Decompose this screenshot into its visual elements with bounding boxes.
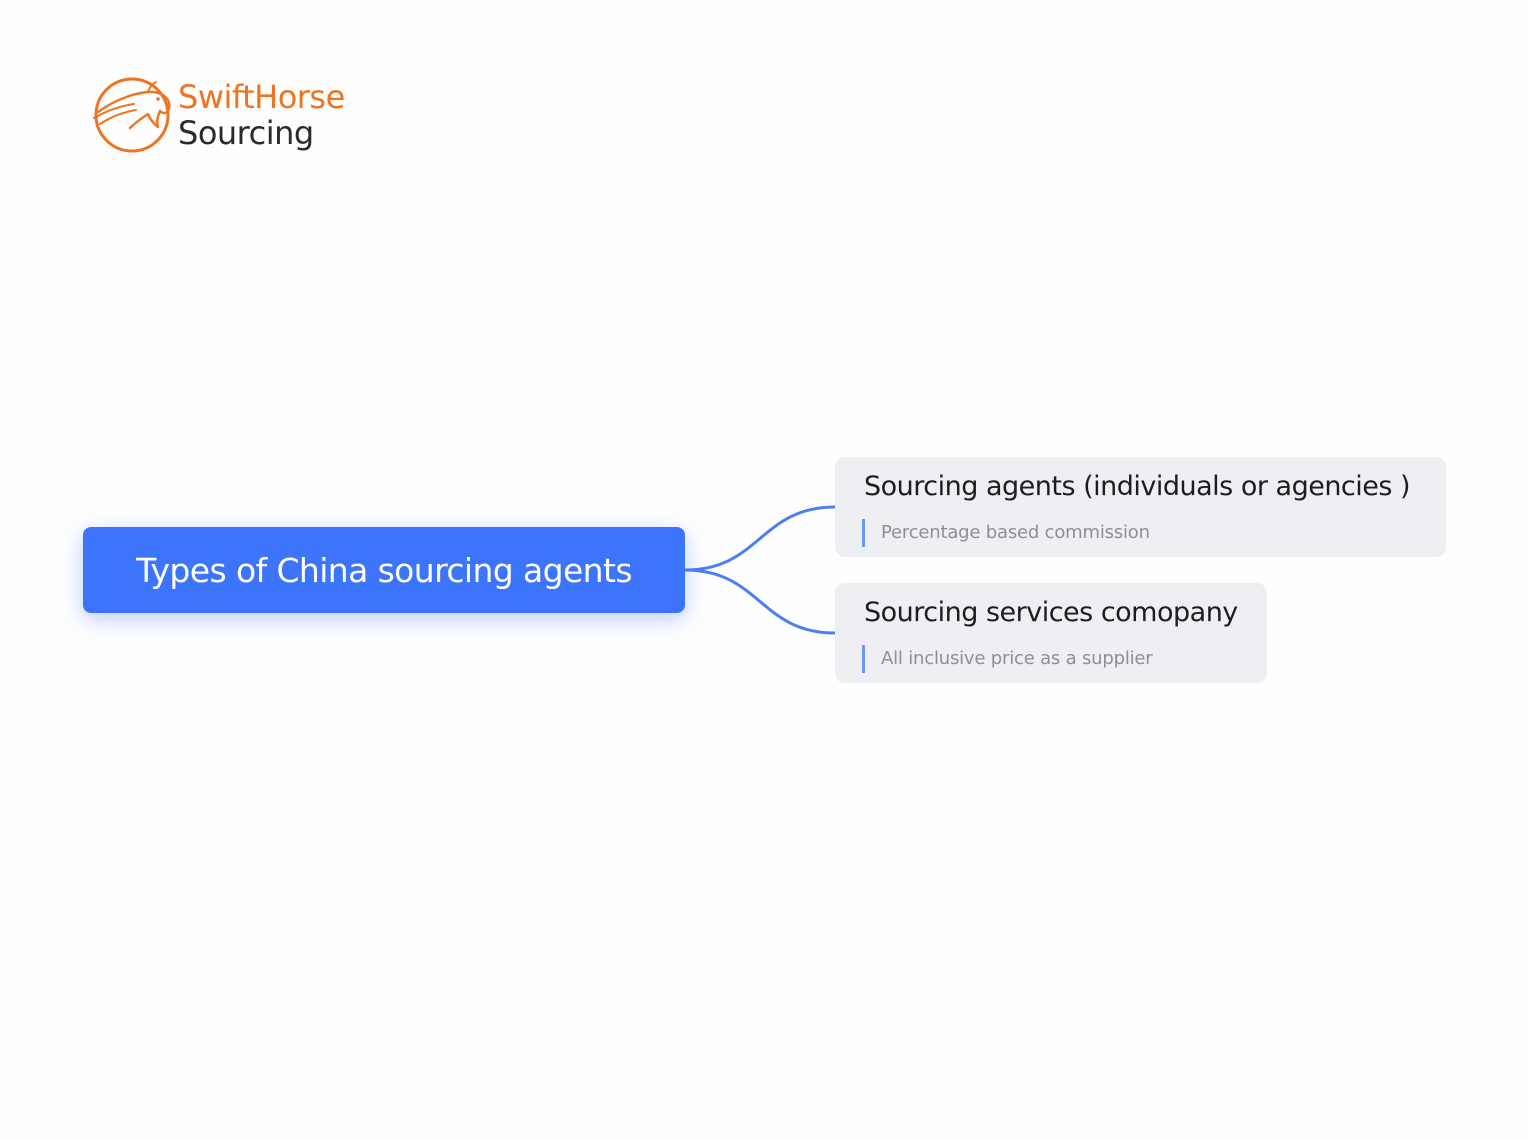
mindmap-branch-node[interactable]: Sourcing services comopany All inclusive… [835,583,1267,683]
horse-head-icon [93,77,171,153]
connector-branch-2 [683,568,837,635]
brand-logo: SwiftHorse Sourcing [90,72,370,158]
branch-note: Percentage based commission [862,519,1150,547]
logo-wordmark-bottom: Sourcing [178,114,314,152]
branch-title: Sourcing agents (individuals or agencies… [864,471,1411,502]
connector-branch-1 [683,505,837,572]
logo-wordmark-top: SwiftHorse [178,78,345,116]
root-node-label: Types of China sourcing agents [136,550,632,590]
mindmap-branch-node[interactable]: Sourcing agents (individuals or agencies… [835,457,1446,557]
branch-note: All inclusive price as a supplier [862,645,1153,673]
branch-title: Sourcing services comopany [864,597,1238,628]
mindmap-root-node[interactable]: Types of China sourcing agents [83,527,685,613]
